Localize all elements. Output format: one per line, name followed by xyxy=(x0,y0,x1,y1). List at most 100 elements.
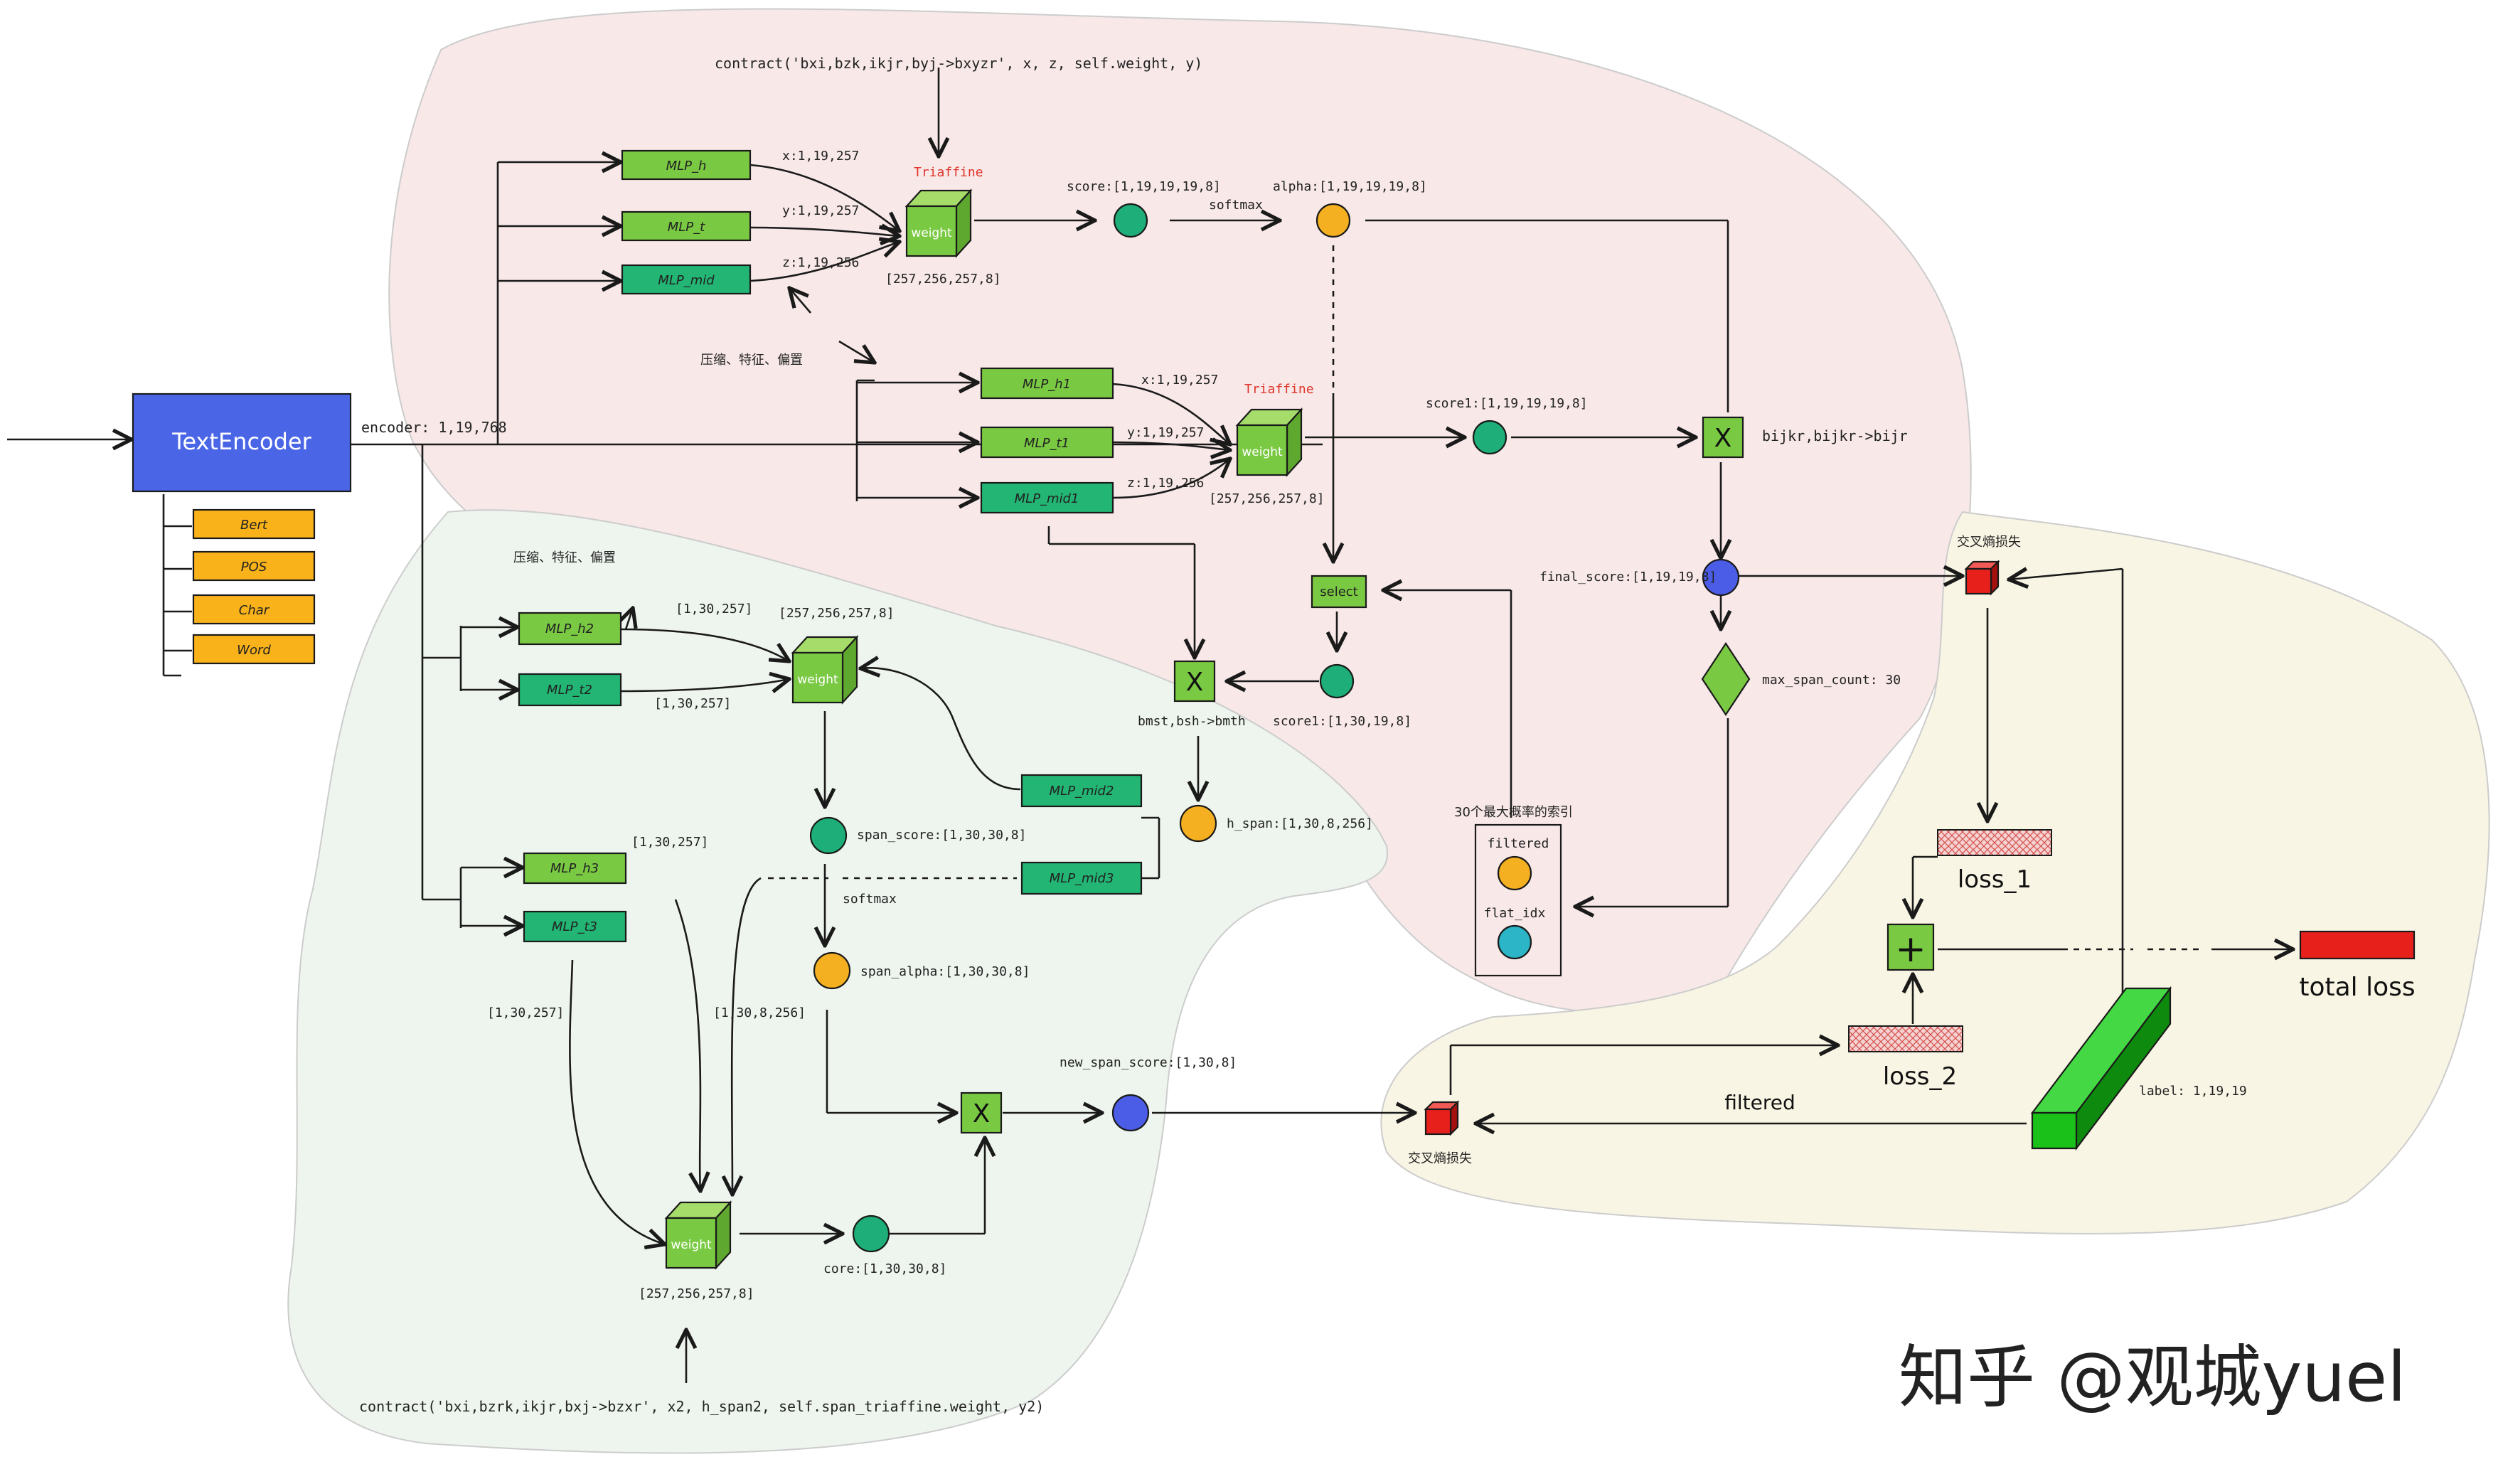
shape-y: y:1,19,257 xyxy=(782,203,859,218)
mlp-t2-box xyxy=(518,673,622,707)
core-label: core:[1,30,30,8] xyxy=(823,1261,946,1276)
alpha-node xyxy=(1315,203,1351,238)
select-box: select xyxy=(1311,575,1367,609)
weight-label-1: weight xyxy=(911,226,952,240)
plus-symbol: + xyxy=(1895,928,1926,971)
branch2: MLP_h1 MLP_t1 MLP_mid1 x:1,19,257 y:1,19… xyxy=(980,367,1908,977)
max-span-label: max_span_count: 30 xyxy=(1762,673,1901,688)
branch1: MLP_h MLP_t MLP_mid x:1,19,257 y:1,19,25… xyxy=(621,55,1427,295)
text-encoder-title: TextEncoder xyxy=(171,428,311,455)
final-score-node xyxy=(1702,558,1740,597)
annotation-compress-2: 压缩、特征、偏置 xyxy=(513,550,616,565)
mlp-h3-box xyxy=(523,852,627,885)
contract-label-2: contract('bxi,bzrk,ikjr,bxj->bzxr', x2, … xyxy=(359,1398,1044,1415)
mlp-t1-label: MLP_t1 xyxy=(1024,436,1069,451)
mlp-h2-box xyxy=(518,612,622,646)
label-shape-label: label: 1,19,19 xyxy=(2139,1084,2247,1099)
ce-top-label: 交叉熵损失 xyxy=(1957,535,2021,550)
mlp-t-box xyxy=(621,210,752,242)
mlp-mid2-box xyxy=(1020,774,1143,808)
softmax-label-2: softmax xyxy=(843,892,897,907)
flat-idx-node xyxy=(1497,924,1532,960)
weight-label-3: weight xyxy=(797,673,838,687)
final-score-label: final_score:[1,19,19,8] xyxy=(1539,570,1717,584)
loss-section: 交叉熵损失 loss_1 + total loss loss_2 label: … xyxy=(1408,535,2416,1166)
mlp-t2-label: MLP_t2 xyxy=(547,683,592,698)
weight-label-2: weight xyxy=(1242,445,1283,459)
span-alpha-label: span_alpha:[1,30,30,8] xyxy=(860,964,1030,979)
mlp-t3-box xyxy=(523,910,627,943)
multiply-symbol-1: X xyxy=(1714,424,1732,453)
score-label: score:[1,19,19,19,8] xyxy=(1067,179,1221,194)
max-span-diamond xyxy=(1701,642,1751,716)
total-loss-bar xyxy=(2299,930,2416,960)
ce-top-cube xyxy=(1964,560,2000,596)
span-score-node xyxy=(809,816,848,855)
edges xyxy=(7,68,2293,1383)
component-bert: Bert xyxy=(240,518,268,533)
h-span-node xyxy=(1179,804,1217,843)
component-word: Word xyxy=(237,643,271,658)
score2-label: score1:[1,30,19,8] xyxy=(1273,714,1411,729)
encoder-output-label: encoder: 1,19,768 xyxy=(361,419,507,436)
shape-x: x:1,19,257 xyxy=(782,149,859,164)
branch3: 压缩、特征、偏置 MLP_h2 MLP_t2 [1,30,257] [1,30,… xyxy=(359,550,1237,1415)
weight-bottom-shape: [257,256,257,8] xyxy=(639,1286,754,1301)
ce-bottom-cube xyxy=(1424,1100,1460,1136)
cream-region xyxy=(1380,511,2490,1234)
softmax-label-1: softmax xyxy=(1209,198,1263,213)
label-bar xyxy=(2030,986,2172,1151)
core-node xyxy=(852,1215,890,1253)
new-span-score-node xyxy=(1111,1094,1150,1132)
shape-d: [1,30,257] xyxy=(487,1005,564,1020)
alpha-label: alpha:[1,19,19,19,8] xyxy=(1273,179,1427,194)
bmst-label: bmst,bsh->bmth xyxy=(1138,714,1246,729)
einsum-label: bijkr,bijkr->bijr xyxy=(1762,427,1908,444)
multiply-node-1: X xyxy=(1702,416,1744,459)
plus-node: + xyxy=(1886,923,1935,971)
mlp-mid2-label: MLP_mid2 xyxy=(1050,784,1114,799)
loss2-bar xyxy=(1848,1025,1963,1052)
text-encoder: TextEncoder xyxy=(132,393,352,493)
mlp-mid1-box xyxy=(980,481,1114,514)
mlp-h2-label: MLP_h2 xyxy=(545,621,594,636)
mlp-h1-box xyxy=(980,367,1114,400)
mlp-mid-label: MLP_mid xyxy=(658,273,715,288)
total-loss-label: total loss xyxy=(2299,973,2415,1002)
select-label: select xyxy=(1320,584,1357,599)
annotation-compress-1: 压缩、特征、偏置 xyxy=(700,353,803,368)
mlp-h1-label: MLP_h1 xyxy=(1023,377,1071,392)
mlp-mid1-label: MLP_mid1 xyxy=(1015,491,1079,506)
shape-x1: x:1,19,257 xyxy=(1141,373,1218,388)
weight-top-shape: [257,256,257,8] xyxy=(779,606,895,621)
score2-node xyxy=(1319,663,1355,699)
flat-idx-label: flat_idx xyxy=(1484,906,1546,921)
loss1-bar xyxy=(1937,829,2052,856)
score1-label: score1:[1,19,19,19,8] xyxy=(1426,396,1588,411)
filtered-node xyxy=(1497,855,1532,891)
triaffine-label-2: Triaffine xyxy=(1244,382,1314,397)
filtered-loss-label: filtered xyxy=(1724,1091,1795,1114)
watermark: 知乎 @观城yuel xyxy=(1899,1338,2406,1417)
multiply-symbol-3: X xyxy=(973,1099,991,1128)
weight-shape-2: [257,256,257,8] xyxy=(1209,491,1325,506)
span-score-label: span_score:[1,30,30,8] xyxy=(857,828,1026,843)
weight-cube-4: weight xyxy=(664,1200,732,1270)
new-span-score-label: new_span_score:[1,30,8] xyxy=(1060,1055,1237,1070)
filtered-label: filtered xyxy=(1488,836,1549,851)
shape-c: [1,30,257] xyxy=(631,835,708,850)
weight-cube-1: weight xyxy=(904,188,973,258)
mlp-h-box xyxy=(621,149,752,181)
mlp-mid3-label: MLP_mid3 xyxy=(1050,871,1114,886)
mlp-h3-label: MLP_h3 xyxy=(550,861,599,876)
mlp-t1-box xyxy=(980,426,1114,459)
contract-label-1: contract('bxi,bzk,ikjr,byj->bxyzr', x, z… xyxy=(715,55,1202,72)
weight-shape-1: [257,256,257,8] xyxy=(885,272,1001,287)
multiply-node-2: X xyxy=(1173,660,1216,703)
component-pos: POS xyxy=(241,560,267,575)
shape-y1: y:1,19,257 xyxy=(1127,425,1204,440)
encoder-components: Bert POS Char Word xyxy=(192,508,316,665)
component-char: Char xyxy=(239,603,270,618)
topk-label: 30个最大概率的索引 xyxy=(1454,805,1573,820)
